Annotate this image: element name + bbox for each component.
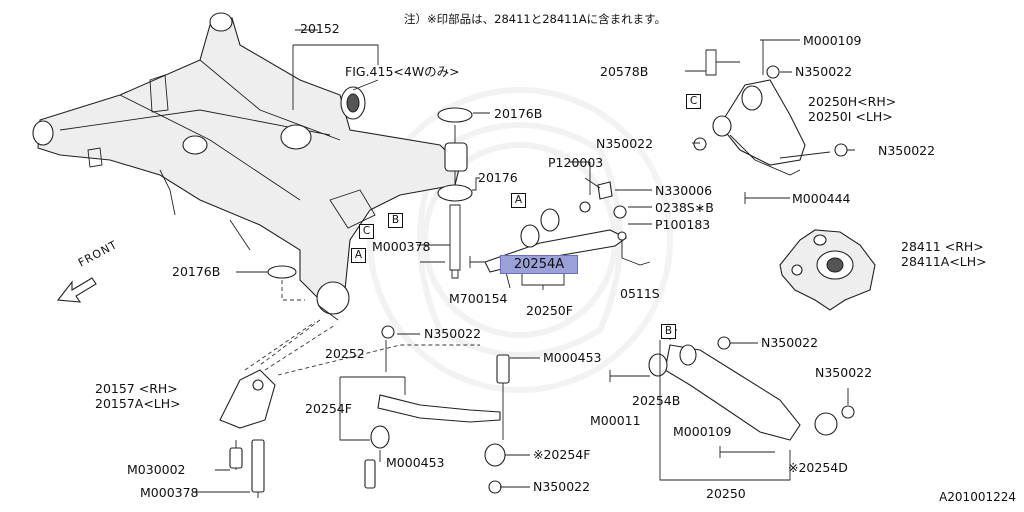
lower-link-20252 bbox=[339, 325, 501, 489]
box-label-c-left: C bbox=[359, 224, 374, 239]
label-n350022-c: N350022 bbox=[596, 136, 654, 151]
label-20176b-left: 20176B bbox=[172, 264, 221, 279]
label-n350022-b: N350022 bbox=[761, 335, 819, 350]
label-p120003: P120003 bbox=[548, 155, 604, 170]
label-m000378-mid: M000378 bbox=[372, 239, 431, 254]
label-n350022-mid: N350022 bbox=[424, 326, 482, 341]
label-n350022-bot: N350022 bbox=[533, 479, 591, 494]
diagram-code: A201001224 bbox=[939, 490, 1016, 504]
label-20250h: 20250H<RH> bbox=[808, 94, 897, 109]
label-20157: 20157 <RH> bbox=[95, 381, 178, 396]
label-m000378-low: M000378 bbox=[140, 485, 199, 500]
label-0238s: 0238S∗B bbox=[655, 200, 714, 215]
label-20157a: 20157A<LH> bbox=[95, 396, 181, 411]
label-20250f: 20250F bbox=[526, 303, 573, 318]
label-20250: 20250 bbox=[706, 486, 746, 501]
label-20252: 20252 bbox=[325, 346, 365, 361]
label-20250i: 20250I <LH> bbox=[808, 109, 893, 124]
upper-arm-20250h bbox=[693, 39, 848, 204]
label-20578b: 20578B bbox=[600, 64, 649, 79]
label-20254b: 20254B bbox=[632, 393, 681, 408]
label-20254f-star: ※20254F bbox=[533, 447, 591, 462]
label-m700154: M700154 bbox=[449, 291, 508, 306]
label-0511s: 0511S bbox=[620, 286, 660, 301]
label-20176: 20176 bbox=[478, 170, 518, 185]
label-m000444: M000444 bbox=[792, 191, 851, 206]
mount-20176b-top bbox=[437, 107, 490, 279]
highlighted-part-20254a[interactable]: 20254A bbox=[500, 255, 578, 274]
label-28411: 28411 <RH> bbox=[901, 239, 984, 254]
knuckle-28411 bbox=[779, 229, 876, 311]
label-m00011: M00011 bbox=[590, 413, 641, 428]
label-n350022-br: N350022 bbox=[815, 365, 873, 380]
label-m000109-top: M000109 bbox=[803, 33, 862, 48]
label-m030002: M030002 bbox=[127, 462, 186, 477]
label-n350022-r: N350022 bbox=[878, 143, 936, 158]
box-label-b-right: B bbox=[661, 324, 676, 339]
label-fig415: FIG.415<4Wのみ> bbox=[345, 64, 460, 79]
box-label-a-left: A bbox=[351, 248, 366, 263]
mount-20176b-left bbox=[267, 265, 350, 315]
label-m000453-mid: M000453 bbox=[543, 350, 602, 365]
bolt-m000453 bbox=[484, 354, 540, 494]
label-20152: 20152 bbox=[300, 21, 340, 36]
label-20254d: ※20254D bbox=[788, 460, 848, 475]
lower-arm-20250 bbox=[609, 329, 855, 481]
label-n350022-top: N350022 bbox=[795, 64, 853, 79]
bracket-20157 bbox=[195, 321, 480, 498]
label-20176b-top: 20176B bbox=[494, 106, 543, 121]
box-label-a-right: A bbox=[511, 193, 526, 208]
callout-lines-20152 bbox=[292, 29, 379, 110]
leader-lines bbox=[236, 70, 855, 366]
label-p100183: P100183 bbox=[655, 217, 711, 232]
label-m000109-low: M000109 bbox=[673, 424, 732, 439]
note-text: 注）※印部品は、28411と28411Aに含まれます。 bbox=[404, 12, 667, 26]
label-28411a: 28411A<LH> bbox=[901, 254, 987, 269]
subframe-20152 bbox=[32, 12, 461, 301]
box-label-b-left: B bbox=[388, 213, 403, 228]
label-20254f-left: 20254F bbox=[305, 401, 352, 416]
bushing-fig415 bbox=[340, 86, 366, 120]
front-arrow bbox=[56, 277, 97, 303]
label-n330006: N330006 bbox=[655, 183, 713, 198]
box-label-c-right: C bbox=[686, 94, 701, 109]
label-m000453-low: M000453 bbox=[386, 455, 445, 470]
